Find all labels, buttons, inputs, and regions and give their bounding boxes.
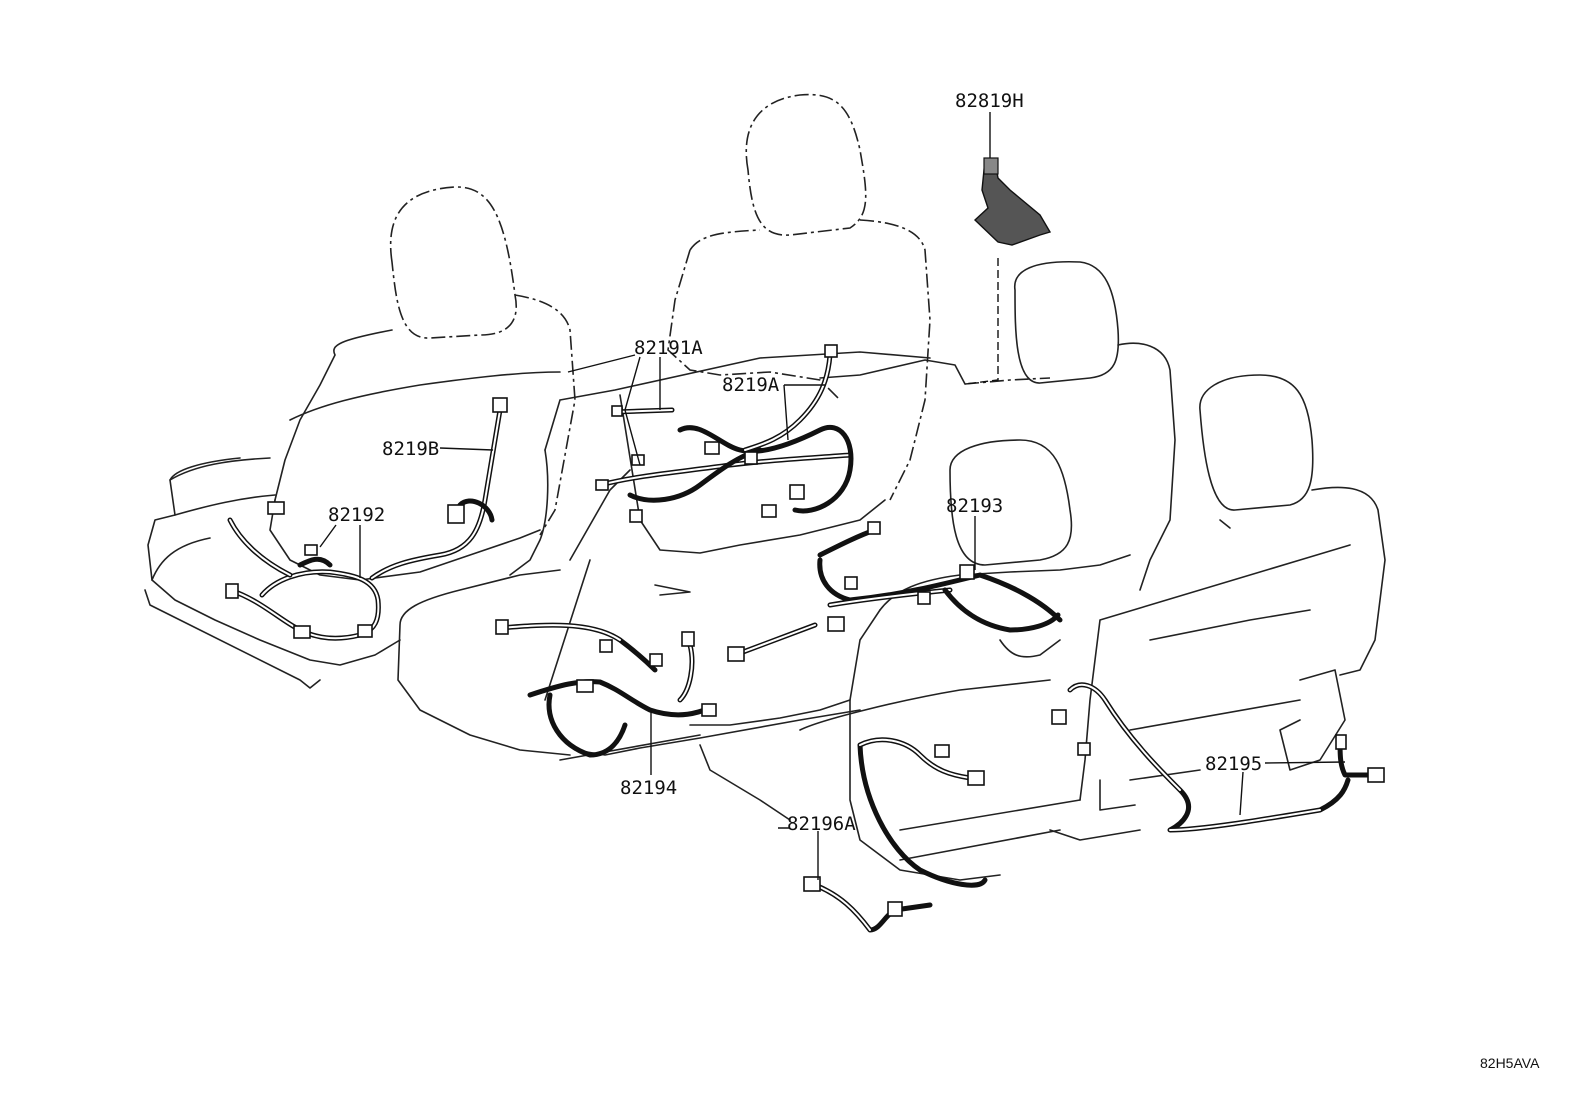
wire-connectors [225, 344, 1385, 917]
harness-82193 [732, 527, 1063, 658]
callout-8219b: 8219B [382, 438, 439, 460]
harness-8219b [369, 407, 503, 581]
seat-module-82819h [973, 157, 1052, 246]
callout-82195: 82195 [1205, 753, 1262, 775]
harness-82194 [497, 622, 713, 758]
diagram-code: 82H5AVA [1480, 1055, 1540, 1071]
harness-82191a [597, 407, 853, 503]
harness-82196a [812, 737, 988, 933]
callout-8219a: 8219A [722, 374, 780, 396]
front-seat [144, 186, 576, 689]
callout-82194: 82194 [620, 777, 677, 799]
callout-82819h: 82819H [955, 90, 1024, 112]
leader-lines [319, 112, 1346, 880]
callout-82192: 82192 [328, 504, 385, 526]
harness-8219a [677, 352, 854, 514]
callout-82196a: 82196A [787, 813, 856, 835]
harness-82192 [227, 517, 381, 641]
callout-82193: 82193 [946, 495, 1003, 517]
callout-82191a: 82191A [634, 337, 703, 359]
third-row-seat [699, 260, 1386, 881]
